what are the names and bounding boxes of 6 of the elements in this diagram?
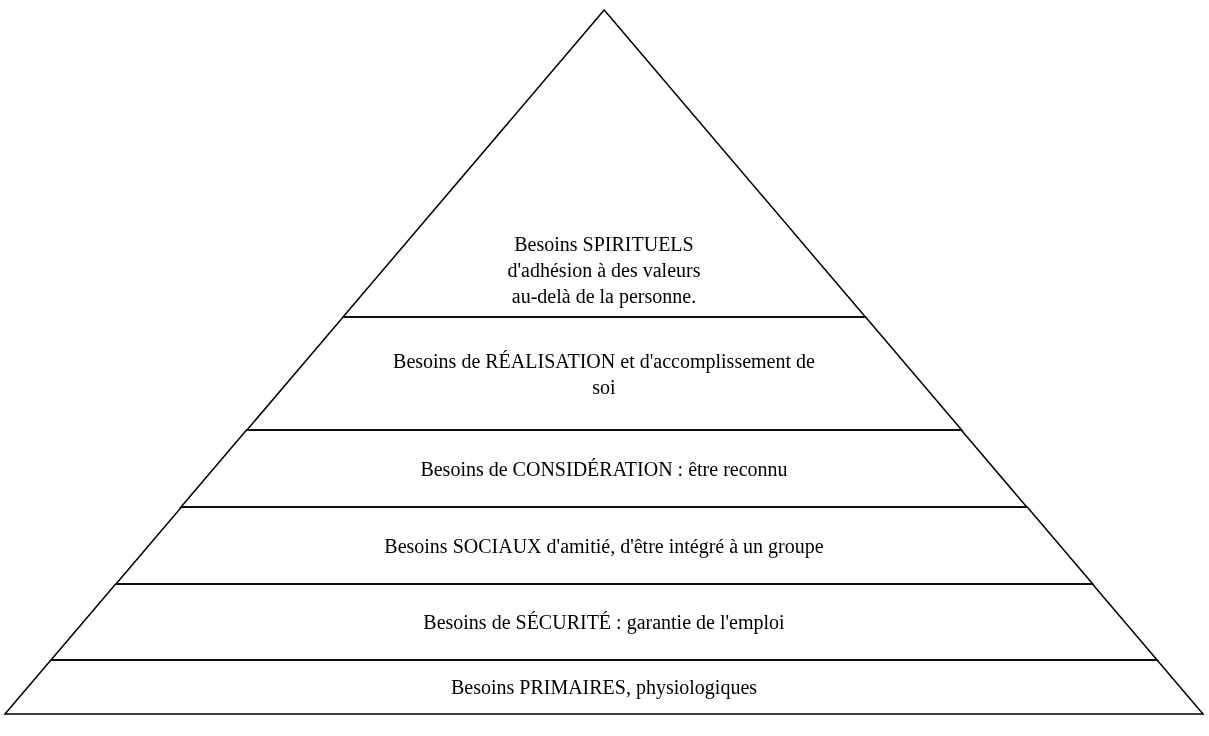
level-label: Besoins de RÉALISATION et d'accomplissement de soi (392, 348, 816, 400)
level-label: Besoins de CONSIDÉRATION : être reconnu (420, 456, 788, 482)
level-label: Besoins SPIRITUELS d'adhésion à des valeurs au-delà de la personne. (506, 232, 702, 309)
level-label: Besoins PRIMAIRES, physiologiques (450, 675, 758, 700)
level-label: Besoins SOCIAUX d'amitié, d'être intégré à un groupe (384, 533, 824, 559)
level-label: Besoins de SÉCURITÉ : garantie de l'emploi (423, 610, 785, 635)
